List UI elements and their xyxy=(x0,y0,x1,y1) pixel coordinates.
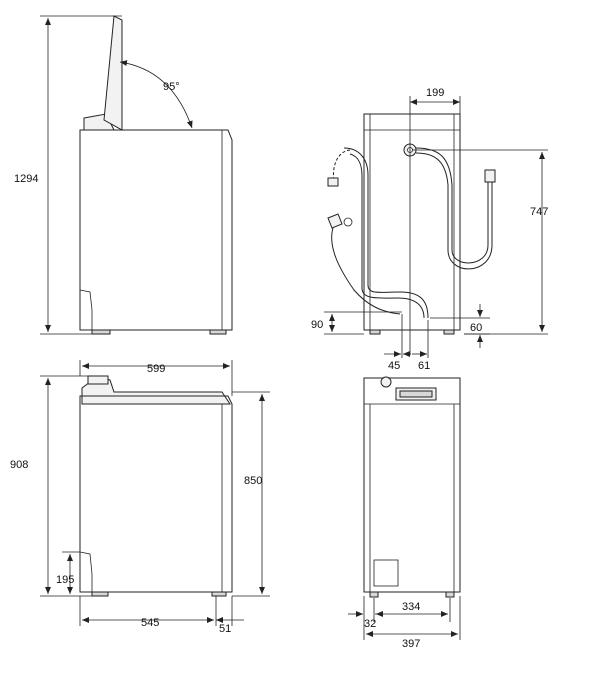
side-view-closed: 599 908 850 195 545 51 xyxy=(10,360,270,635)
width-label: 599 xyxy=(147,363,165,375)
height-open-label: 1294 xyxy=(14,173,38,185)
side-view-lid-open: 95° 1294 xyxy=(14,15,233,335)
inlet-offset-label: 199 xyxy=(426,87,444,99)
height-body-label: 850 xyxy=(244,475,262,487)
foot-depth-label: 51 xyxy=(219,623,231,635)
hose-height-label: 747 xyxy=(530,206,548,218)
foot-offset-label: 32 xyxy=(364,618,376,630)
feet-span-label: 334 xyxy=(402,601,420,613)
cutout-height-label: 195 xyxy=(56,574,74,586)
height-total-label: 908 xyxy=(10,459,28,471)
front-view: 334 32 397 xyxy=(348,376,461,650)
bottom-left-label: 45 xyxy=(388,360,400,372)
depth-label: 545 xyxy=(141,617,159,629)
lid-angle-label: 95° xyxy=(163,81,180,93)
bottom-right-label: 61 xyxy=(418,360,430,372)
right-height-label: 60 xyxy=(470,322,482,334)
left-height-label: 90 xyxy=(311,319,323,331)
front-width-label: 397 xyxy=(402,638,420,650)
back-view-hoses: 199 747 90 60 45 61 xyxy=(311,87,548,372)
